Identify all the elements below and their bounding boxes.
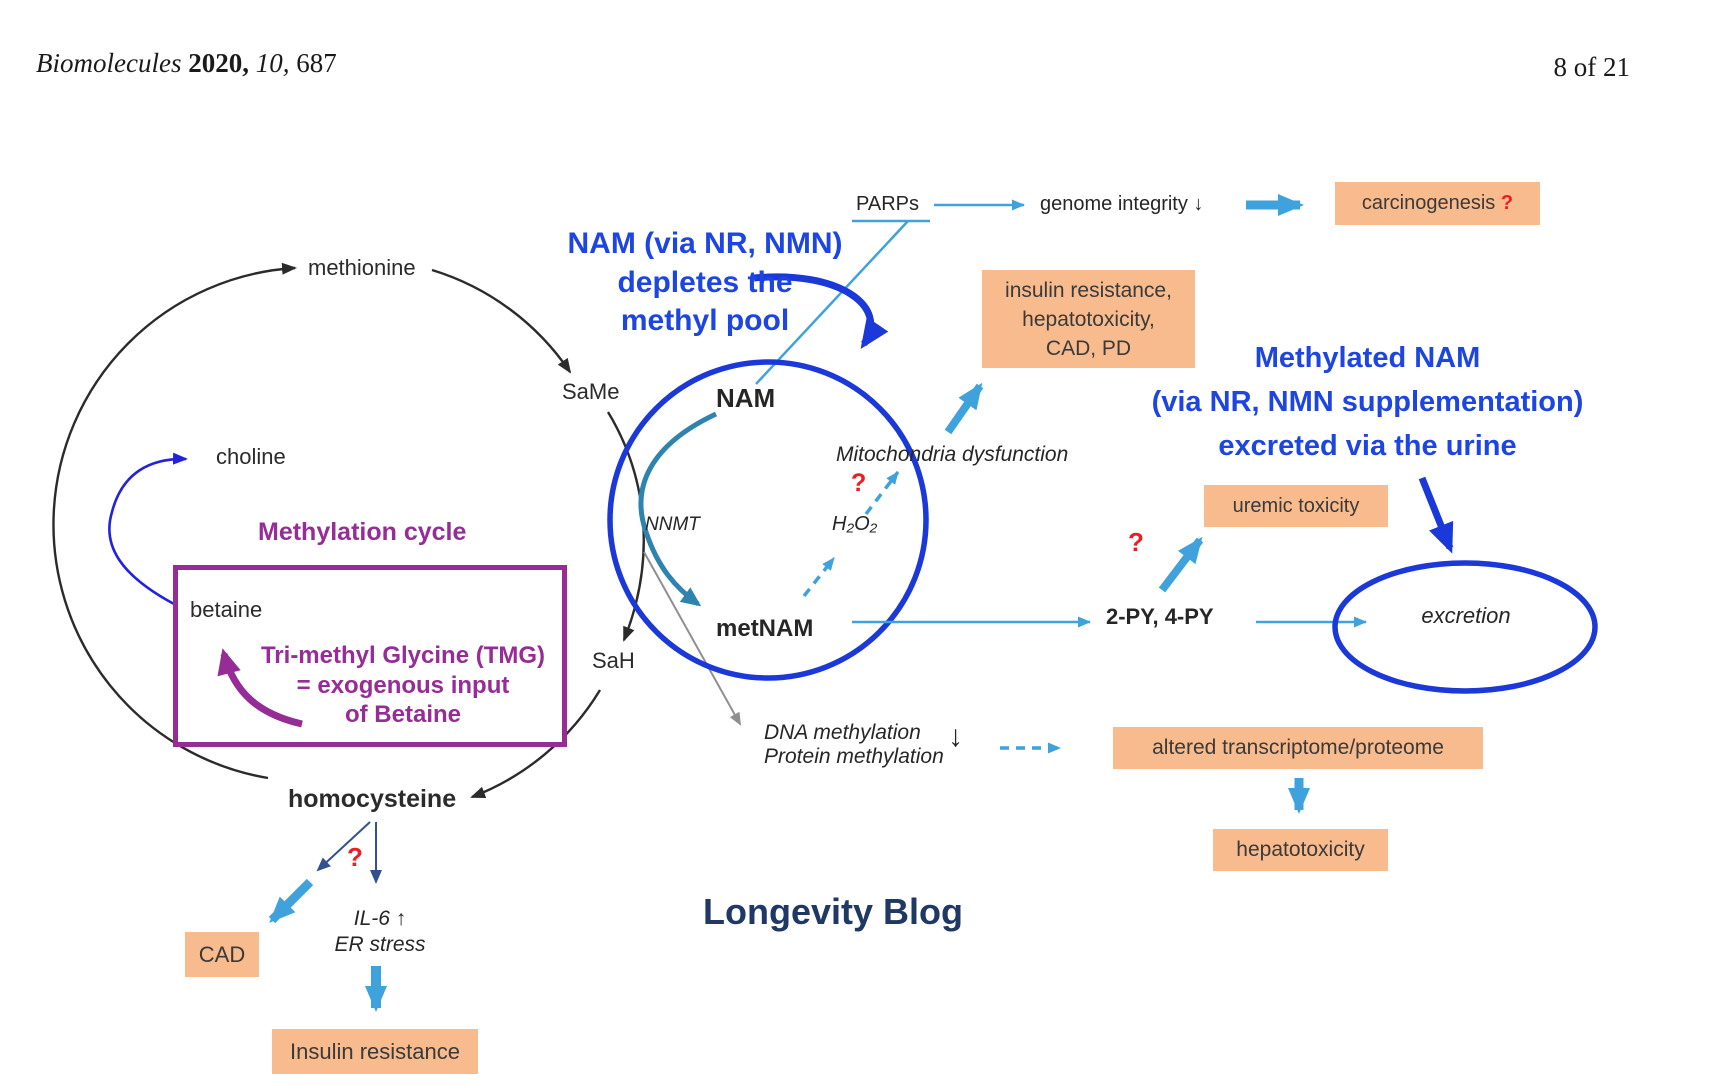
question-mark-carcinogenesis: ? — [1500, 192, 1514, 214]
betaine-to-choline-arrow — [108, 452, 188, 606]
journal-article-number: 687 — [296, 48, 337, 78]
journal-name: Biomolecules — [36, 48, 182, 78]
journal-header: Biomolecules 2020, 10, 687 — [36, 48, 337, 79]
insulin-resistance-box: Insulin resistance — [272, 1029, 478, 1074]
nam-note-line1: NAM (via NR, NMN) — [567, 227, 843, 260]
page-indicator: 8 of 21 — [1553, 52, 1631, 82]
node-same: SaMe — [562, 379, 620, 404]
homocysteine-to-cad-thin-arrow — [316, 821, 371, 872]
protein-methylation-line: Protein methylation — [764, 744, 944, 768]
urine-note-to-excretion-arrow — [1418, 476, 1454, 554]
nam-to-parps-line — [755, 220, 909, 385]
node-betaine: betaine — [190, 597, 263, 622]
insulin-box-line2: hepatotoxicity, — [1022, 307, 1155, 331]
py-to-uremic-arrow — [1158, 536, 1204, 593]
node-excretion: excretion — [1421, 603, 1511, 628]
label-genome-integrity: genome integrity ↓ — [1040, 193, 1204, 215]
tmg-line3: of Betaine — [344, 701, 461, 728]
uremic-toxicity-box: uremic toxicity — [1204, 485, 1388, 527]
hepatotoxicity-box: hepatotoxicity — [1213, 829, 1388, 871]
carcinogenesis-label: carcinogenesis — [1361, 192, 1496, 214]
altered-transcriptome-box: altered transcriptome/proteome — [1113, 727, 1483, 769]
journal-year: 2020, — [188, 48, 249, 78]
nam-methylation-circle — [607, 359, 929, 681]
methylation-cycle-title: Methylation cycle — [258, 518, 467, 546]
cycle-arc-homocysteine-to-methionine — [52, 262, 297, 780]
dna-methylation-line: DNA methylation — [764, 721, 921, 744]
met-note-line1: Methylated NAM — [1254, 342, 1481, 374]
question-mark-uremic: ? — [1128, 527, 1144, 557]
label-mitochondria-dysfunction: Mitochondria dysfunction — [836, 443, 1069, 466]
tmg-to-betaine-arrow — [217, 648, 303, 728]
erstress-line: ER stress — [334, 933, 426, 956]
sam-to-dna-methylation-arrow — [643, 551, 741, 726]
tmg-arrow-svg — [217, 648, 303, 728]
node-choline: choline — [216, 444, 286, 469]
cad-box: CAD — [185, 932, 259, 977]
to-cad-thick-arrow — [268, 878, 314, 924]
met-note-line3: excreted via the urine — [1218, 430, 1517, 462]
journal-volume: 10, — [255, 48, 290, 78]
metnam-to-h2o2-dashed-arrow — [802, 556, 836, 598]
label-nnmt: NNMT — [645, 514, 700, 535]
cycle-arc-sah-to-homocysteine — [470, 689, 602, 799]
insulin-hepatotoxicity-box: insulin resistance, hepatotoxicity, CAD,… — [982, 270, 1195, 368]
label-methylation-decrease: DNA methylation Protein methylation — [764, 721, 944, 768]
nam-note-line3: methyl pool — [620, 304, 790, 337]
node-homocysteine: homocysteine — [288, 785, 457, 813]
tmg-annotation-text: Tri-methyl Glycine (TMG) = exogenous inp… — [250, 641, 556, 730]
insulin-box-line1: insulin resistance, — [1005, 278, 1172, 302]
node-parps: PARPs — [856, 193, 919, 215]
carcinogenesis-box: carcinogenesis ? — [1335, 182, 1540, 225]
nam-depletes-note: NAM (via NR, NMN) depletes the methyl po… — [540, 225, 870, 341]
insulin-box-line3: CAD, PD — [1045, 336, 1132, 360]
met-note-line2: (via NR, NMN supplementation) — [1151, 386, 1584, 418]
nam-to-metnam-arc — [638, 411, 718, 607]
methylated-nam-note: Methylated NAM (via NR, NMN supplementat… — [1145, 336, 1590, 468]
longevity-blog-watermark: Longevity Blog — [703, 891, 963, 932]
excretion-ellipse — [1332, 560, 1598, 694]
methylation-down-arrow-glyph: ↓ — [948, 720, 963, 753]
node-methionine: methionine — [308, 255, 416, 280]
node-nam: NAM — [716, 383, 776, 413]
depletes-methyl-pool-arrow — [753, 273, 889, 349]
label-h2o2: H₂O₂ — [832, 513, 878, 535]
node-py: 2-PY, 4-PY — [1106, 604, 1214, 629]
h2o2-to-mitochondria-dashed-arrow — [864, 470, 900, 516]
tmg-line1: Tri-methyl Glycine (TMG) — [260, 642, 546, 669]
node-sah: SaH — [592, 648, 635, 673]
label-il6-erstress: IL-6 ↑ ER stress — [330, 906, 430, 958]
question-mark-homocysteine: ? — [347, 842, 363, 872]
mitochondria-to-insulin-arrow — [944, 382, 984, 435]
node-metnam: metNAM — [716, 615, 814, 642]
tmg-line2: = exogenous input — [296, 671, 510, 699]
nam-note-line2: depletes the — [617, 265, 793, 299]
il6-line: IL-6 ↑ — [353, 907, 407, 930]
cycle-arc-methionine-to-same — [431, 268, 572, 374]
question-mark-mitochondria: ? — [851, 469, 867, 497]
